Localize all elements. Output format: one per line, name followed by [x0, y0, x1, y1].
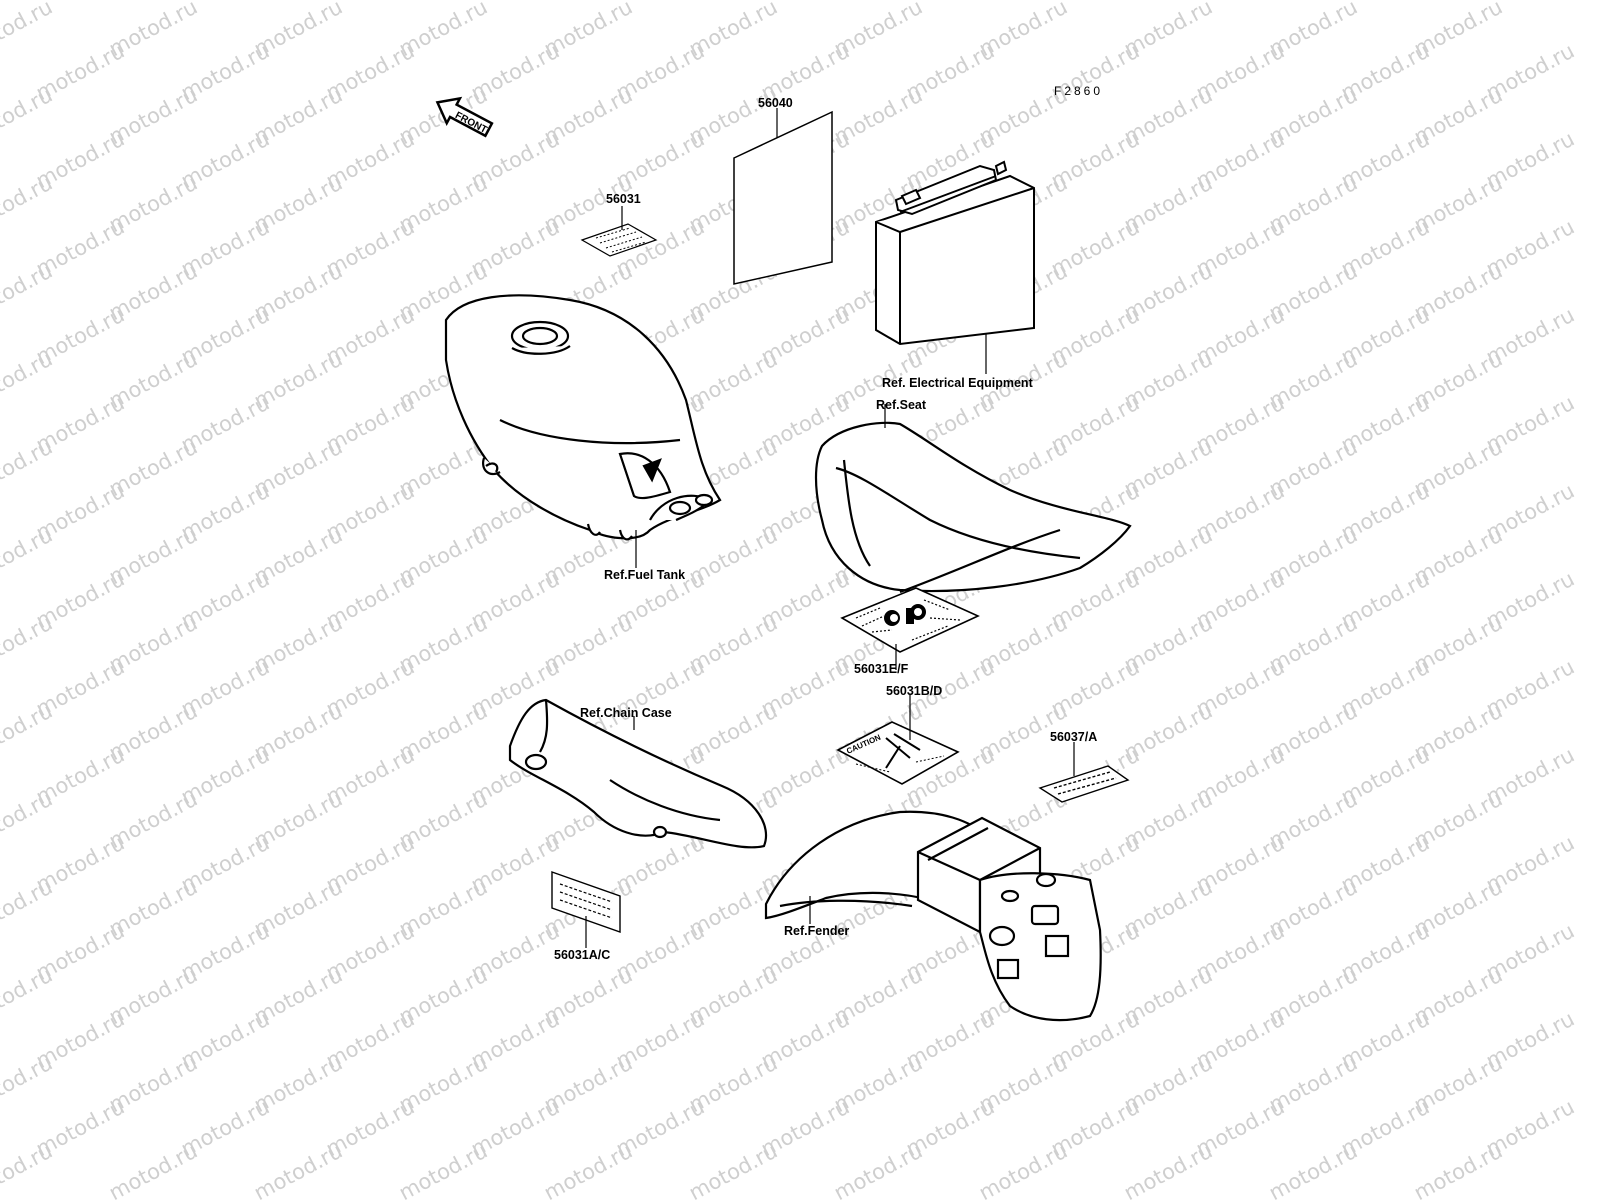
part-56031-decal	[580, 206, 658, 257]
part-56040-sheet	[733, 108, 833, 285]
fender-illustration	[764, 810, 1102, 1022]
part-56037a-decal	[1038, 742, 1130, 803]
battery-illustration	[875, 160, 1035, 374]
part-56031bd-caution-decal: CAUTION	[836, 694, 960, 785]
diagram-code: F2860	[1054, 84, 1104, 98]
part-56031ac-decal	[551, 871, 621, 948]
label-ref-electrical-equipment: Ref. Electrical Equipment	[882, 376, 1033, 390]
front-arrow-icon: FRONT	[435, 96, 494, 138]
fuel-tank-illustration	[444, 294, 722, 568]
label-ref-fender: Ref.Fender	[784, 924, 850, 938]
seat-illustration	[814, 404, 1132, 594]
label-56031ac: 56031A/C	[554, 948, 611, 962]
part-56031ef-decal	[840, 587, 980, 670]
label-ref-fuel-tank: Ref.Fuel Tank	[604, 568, 686, 582]
label-56040: 56040	[758, 96, 793, 110]
label-56031bd: 56031B/D	[886, 684, 943, 698]
label-56031: 56031	[606, 192, 641, 206]
label-ref-chain-case: Ref.Chain Case	[580, 706, 672, 720]
chain-case-illustration	[508, 698, 768, 849]
label-ref-seat: Ref.Seat	[876, 398, 927, 412]
label-56031ef: 56031E/F	[854, 662, 909, 676]
label-56037a: 56037/A	[1050, 730, 1098, 744]
